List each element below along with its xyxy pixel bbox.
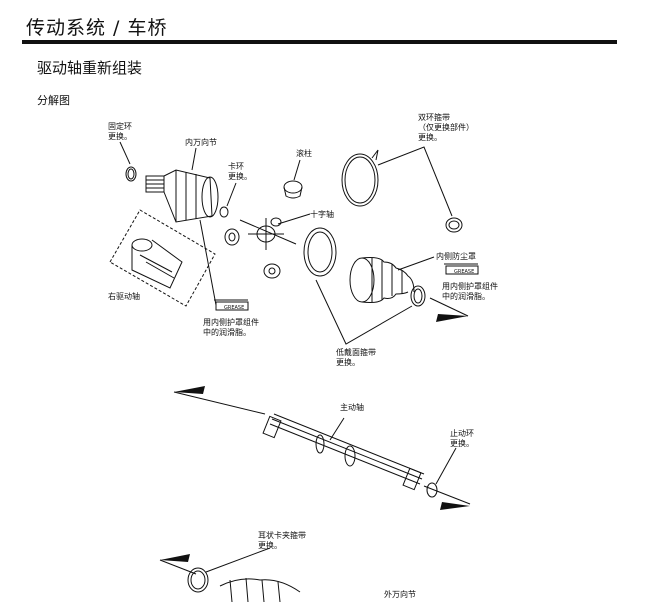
label-inboard-boot: 内侧防尘罩 (436, 251, 476, 261)
grease-tag-left-text: GREASE (224, 305, 244, 311)
label-stop-ring-2: 更换。 (450, 438, 474, 448)
label-grease-note-right-2: 中的润滑脂。 (442, 291, 490, 301)
double-loop-band-small-part (445, 217, 463, 233)
label-double-loop-band-1: 双环箍带 (418, 112, 450, 122)
label-spider: 十字轴 (310, 209, 334, 219)
grease-tag-left (214, 299, 249, 311)
label-roller: 滚柱 (296, 148, 312, 158)
grease-tag-right (444, 263, 479, 275)
label-stop-ring-1: 止动环 (450, 428, 474, 438)
centerline-main-b (423, 485, 471, 505)
outboard-boot-part (219, 577, 301, 602)
low-profile-band-part (303, 227, 337, 277)
double-loop-band-part (341, 149, 379, 207)
ear-clamp-band-part (187, 567, 209, 593)
label-grease-note-left-2: 中的润滑脂。 (203, 327, 251, 337)
right-driveshaft-part (131, 238, 183, 289)
arrowhead-lower-left (160, 554, 190, 562)
inboard-joint-part (145, 169, 219, 223)
arrowhead-upper-right (436, 314, 468, 322)
leader-low-profile-band (315, 279, 413, 345)
grease-tag-right-text: GREASE (454, 269, 474, 275)
centerline-upper-a (239, 219, 297, 245)
retaining-ring-part (125, 166, 137, 182)
needle-bearing-part (224, 228, 240, 246)
leader-ear-clamp-band (205, 547, 271, 573)
leader-spider (277, 213, 311, 225)
label-grease-note-right-1: 用内侧护罩组件 (442, 281, 498, 291)
low-profile-band-small-part (410, 285, 426, 307)
main-shaft-part (262, 413, 425, 491)
label-circlip-2: 更换。 (228, 171, 252, 181)
leader-inboard-boot (397, 256, 435, 271)
label-low-profile-band-2: 更换。 (336, 357, 360, 367)
page-header-title: 传动系统 / 车桥 (26, 17, 168, 39)
label-double-loop-band-2: （仅更换部件） (418, 122, 474, 132)
label-outboard-joint: 外万向节 (384, 589, 416, 599)
label-ear-clamp-band-2: 更换。 (258, 540, 282, 550)
inboard-boot-part (349, 257, 415, 303)
leader-main-shaft (329, 417, 345, 441)
roller-part (283, 180, 303, 199)
arrowhead-main-right (440, 502, 470, 510)
arrowhead-main-left (174, 386, 205, 394)
label-ear-clamp-band-1: 耳状卡夹箍带 (258, 530, 306, 540)
centerline-main-a (173, 391, 266, 415)
label-grease-note-left-1: 用内侧护罩组件 (203, 317, 259, 327)
label-main-shaft: 主动轴 (340, 402, 364, 412)
leader-circlip (226, 182, 237, 207)
header-rule (22, 40, 617, 44)
spider-part (248, 217, 284, 250)
centerline-lower (159, 559, 197, 575)
section-title: 驱动轴重新组装 (37, 59, 143, 77)
leader-retaining-ring (119, 141, 131, 165)
label-low-profile-band-1: 低戴面箍带 (336, 347, 376, 357)
right-shaft-dashed-box (109, 209, 216, 307)
label-double-loop-band-3: 更换。 (418, 132, 442, 142)
spider-roller-part (263, 263, 281, 279)
circlip-part (219, 206, 229, 218)
label-circlip-1: 卡环 (228, 161, 244, 171)
label-inboard-joint: 内万向节 (185, 137, 217, 147)
label-right-shaft: 右驱动轴 (108, 291, 140, 301)
leader-inboard-joint (191, 147, 197, 171)
leader-stop-ring (435, 447, 457, 485)
leader-roller (293, 159, 301, 181)
leader-double-loop-band (377, 146, 453, 217)
stop-ring-part (426, 482, 438, 498)
leader-grease-left (199, 219, 217, 306)
subsection-title: 分解图 (37, 94, 70, 107)
label-retaining-ring-1: 固定环 (108, 121, 132, 131)
label-retaining-ring-2: 更换。 (108, 131, 132, 141)
centerline-upper-b (429, 297, 469, 317)
